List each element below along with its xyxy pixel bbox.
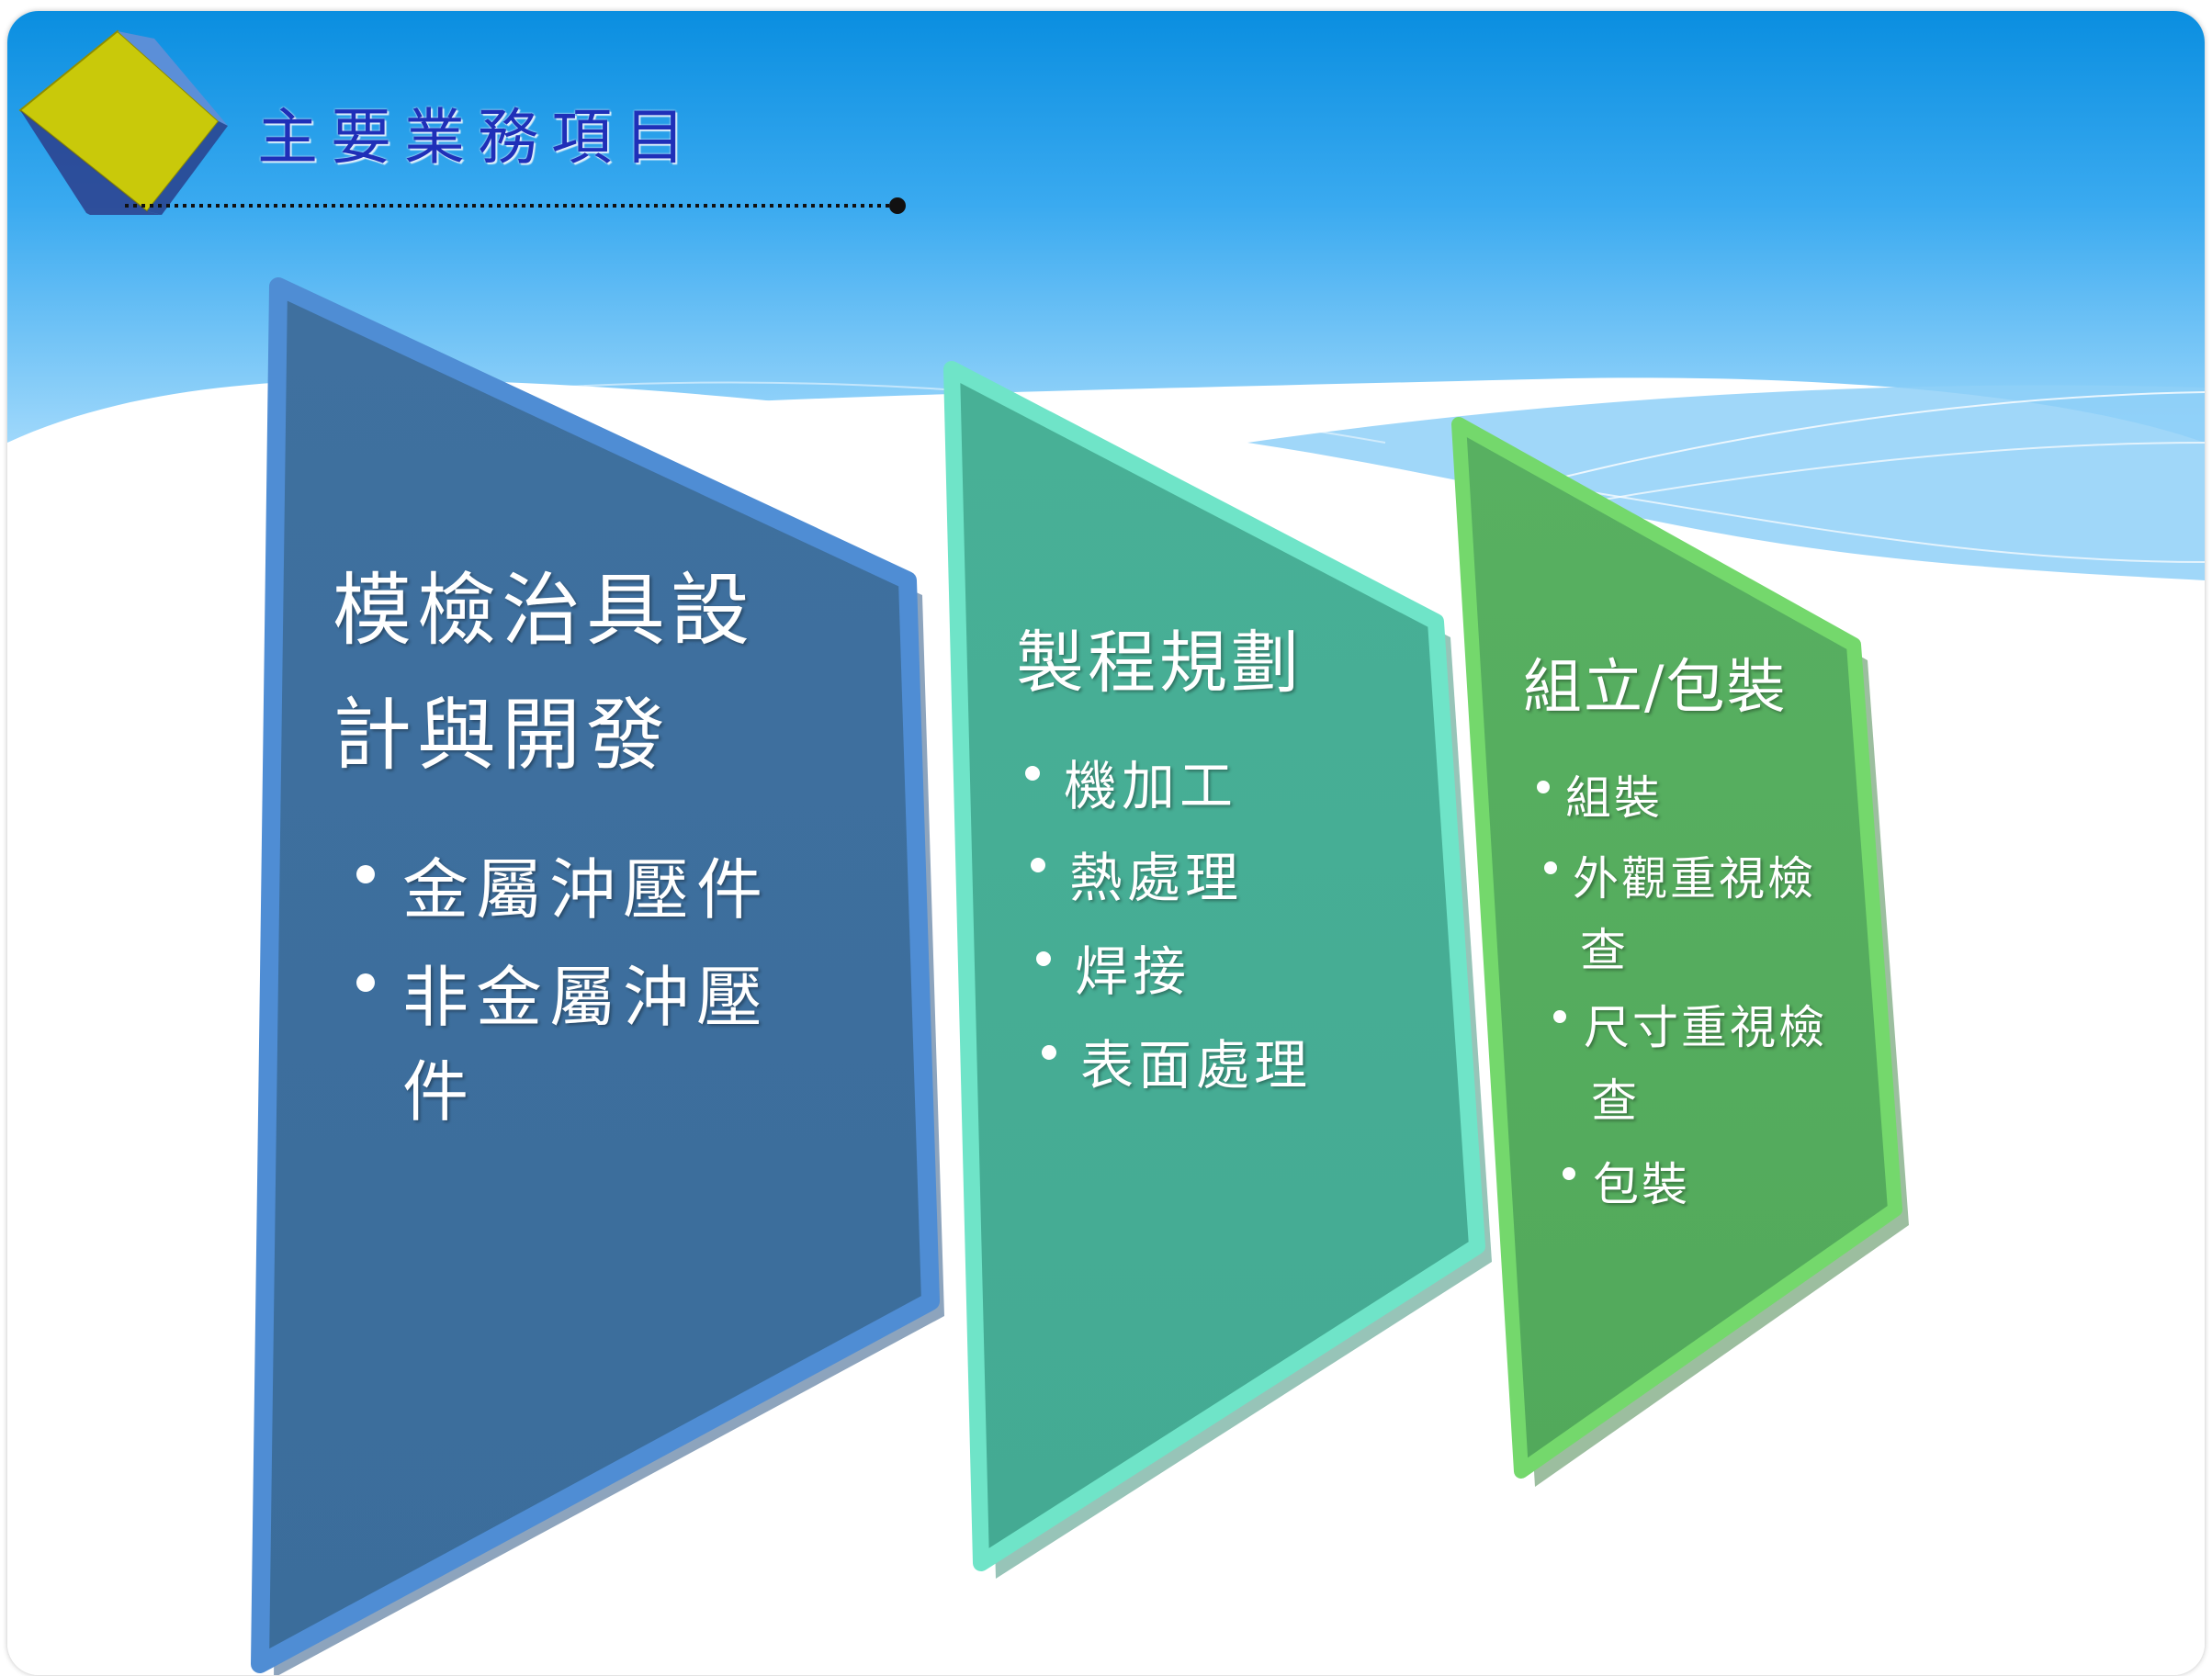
panel-process-heading: 製程規劃	[1016, 624, 1303, 703]
bullet-dot	[356, 865, 375, 883]
list-item-continuation: 件	[402, 1053, 477, 1130]
bullet-dot	[1036, 951, 1051, 966]
list-item: 機加工	[1064, 755, 1238, 817]
slide-background	[7, 11, 2205, 1675]
bullet-dot	[1563, 1167, 1575, 1180]
list-item: 熱處理	[1069, 847, 1244, 909]
list-item: 金屬沖壓件	[402, 851, 771, 928]
panel-assembly	[1451, 417, 1909, 1487]
panel-design-heading-line-1: 模檢治具設	[333, 565, 755, 657]
list-item: 尺寸重視檢	[1584, 1001, 1827, 1054]
bullet-dot	[1042, 1045, 1056, 1060]
list-item: 表面處理	[1080, 1034, 1313, 1097]
list-item-continuation: 查	[1580, 924, 1629, 977]
list-item: 組裝	[1565, 771, 1663, 825]
cube-icon	[18, 29, 228, 215]
list-item: 外觀重視檢	[1573, 852, 1816, 905]
panel-design	[251, 277, 944, 1675]
panel-assembly-heading: 組立/包裝	[1523, 654, 1788, 722]
slide: 主要業務項目 模檢治具設 計與開發 金屬沖壓件 非金屬沖壓 件 製程規劃 機加工…	[7, 11, 2205, 1675]
panel-design-heading-line-2: 計與開發	[333, 690, 671, 782]
bullet-dot	[1031, 858, 1045, 872]
panel-process	[943, 361, 1492, 1579]
list-item: 非金屬沖壓	[402, 959, 771, 1036]
list-item: 焊接	[1075, 940, 1191, 1003]
bullet-dot	[1537, 781, 1550, 793]
bullet-dot	[1553, 1010, 1566, 1023]
bullet-dot	[1544, 861, 1557, 874]
list-item-continuation: 查	[1591, 1074, 1640, 1128]
list-item: 包裝	[1593, 1158, 1690, 1211]
page-title: 主要業務項目	[257, 102, 698, 173]
bullet-dot	[1025, 766, 1040, 781]
bullet-dot	[356, 973, 375, 992]
divider-end-dot	[889, 197, 906, 214]
